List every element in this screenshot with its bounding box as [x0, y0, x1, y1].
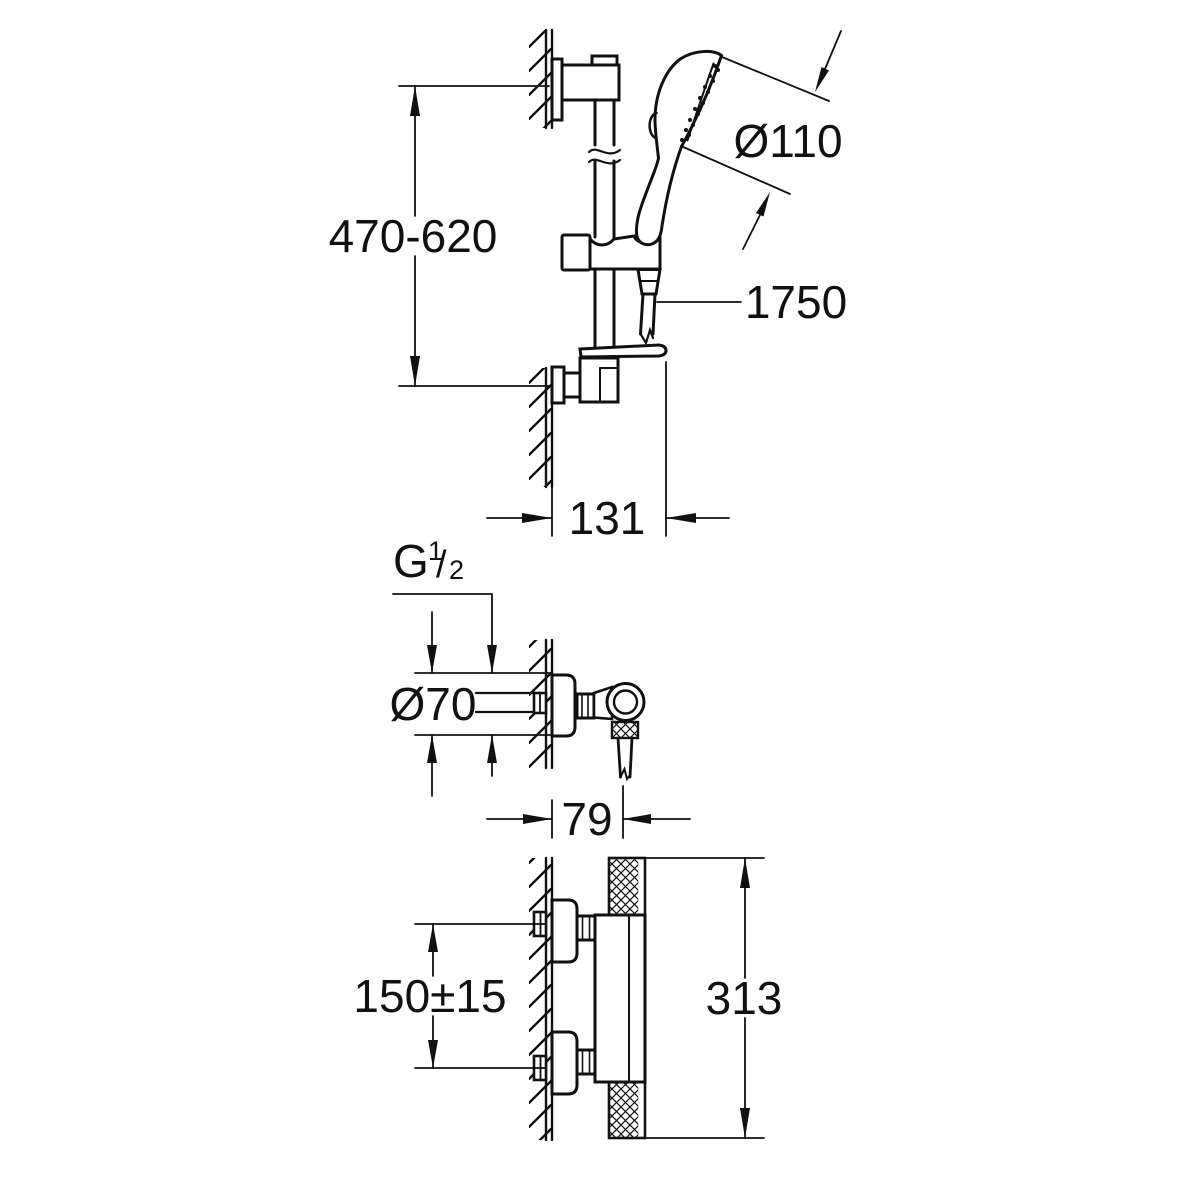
dim-handshower-diameter-label: Ø110 — [733, 115, 842, 167]
dim-elbow-projection — [486, 785, 691, 839]
dim-handshower-diameter — [680, 30, 842, 250]
dim-hose-length-label: 1750 — [745, 276, 847, 328]
rosette — [550, 673, 577, 738]
rail-top-bracket — [550, 54, 621, 122]
handshower-body — [634, 49, 724, 247]
mixer-body — [593, 913, 647, 1084]
wall-bottom-segment — [529, 856, 554, 1142]
dim-inlet-spacing-label: 150±15 — [353, 970, 506, 1022]
shower-rail-set-view: 470-620 Ø110 1750 131 — [329, 28, 847, 544]
elbow-hose-stub — [616, 736, 634, 782]
inlet-rosette-top — [550, 898, 579, 964]
dim-rosette-diameter — [414, 611, 551, 797]
elbow-body — [575, 682, 646, 740]
inlet-rosette-bottom — [550, 1030, 579, 1096]
mixer-view: 150±15 313 — [353, 856, 783, 1142]
thread-letter-label: G — [393, 535, 429, 587]
dim-rail-offset-label: 131 — [569, 492, 646, 544]
dim-thread-callout — [392, 593, 497, 777]
hose-nut-knurled — [610, 720, 640, 740]
wall-upper-segment — [529, 28, 554, 130]
mixer-handle-bottom — [607, 1080, 647, 1140]
dim-mixer-height — [608, 857, 765, 1139]
mixer-handle-top — [607, 856, 647, 917]
handshower — [634, 49, 724, 346]
union-nuts — [575, 914, 597, 1076]
dim-inlet-spacing — [414, 923, 547, 1069]
dim-rosette-diameter-label: Ø70 — [390, 678, 477, 730]
spray-nozzle-dots — [680, 64, 720, 142]
thread-slash-label: / — [436, 544, 447, 586]
thread-denominator-label: 2 — [449, 555, 464, 585]
shower-hose — [639, 292, 657, 346]
dim-rail-height-label: 470-620 — [329, 210, 498, 262]
dim-elbow-projection-label: 79 — [561, 793, 612, 845]
dim-mixer-height-label: 313 — [706, 972, 783, 1024]
dim-rail-height — [398, 85, 550, 387]
thread-numerator-label: 1 — [428, 536, 443, 566]
dim-rail-offset — [486, 361, 730, 537]
rail-bottom-bracket — [550, 343, 668, 405]
wall-elbow-view: G 1 / 2 Ø70 79 — [390, 535, 691, 845]
spray-mode-button — [648, 111, 658, 140]
soap-dish — [578, 343, 668, 359]
shower-rail — [587, 98, 622, 351]
inlet-thread-stub — [474, 691, 548, 715]
